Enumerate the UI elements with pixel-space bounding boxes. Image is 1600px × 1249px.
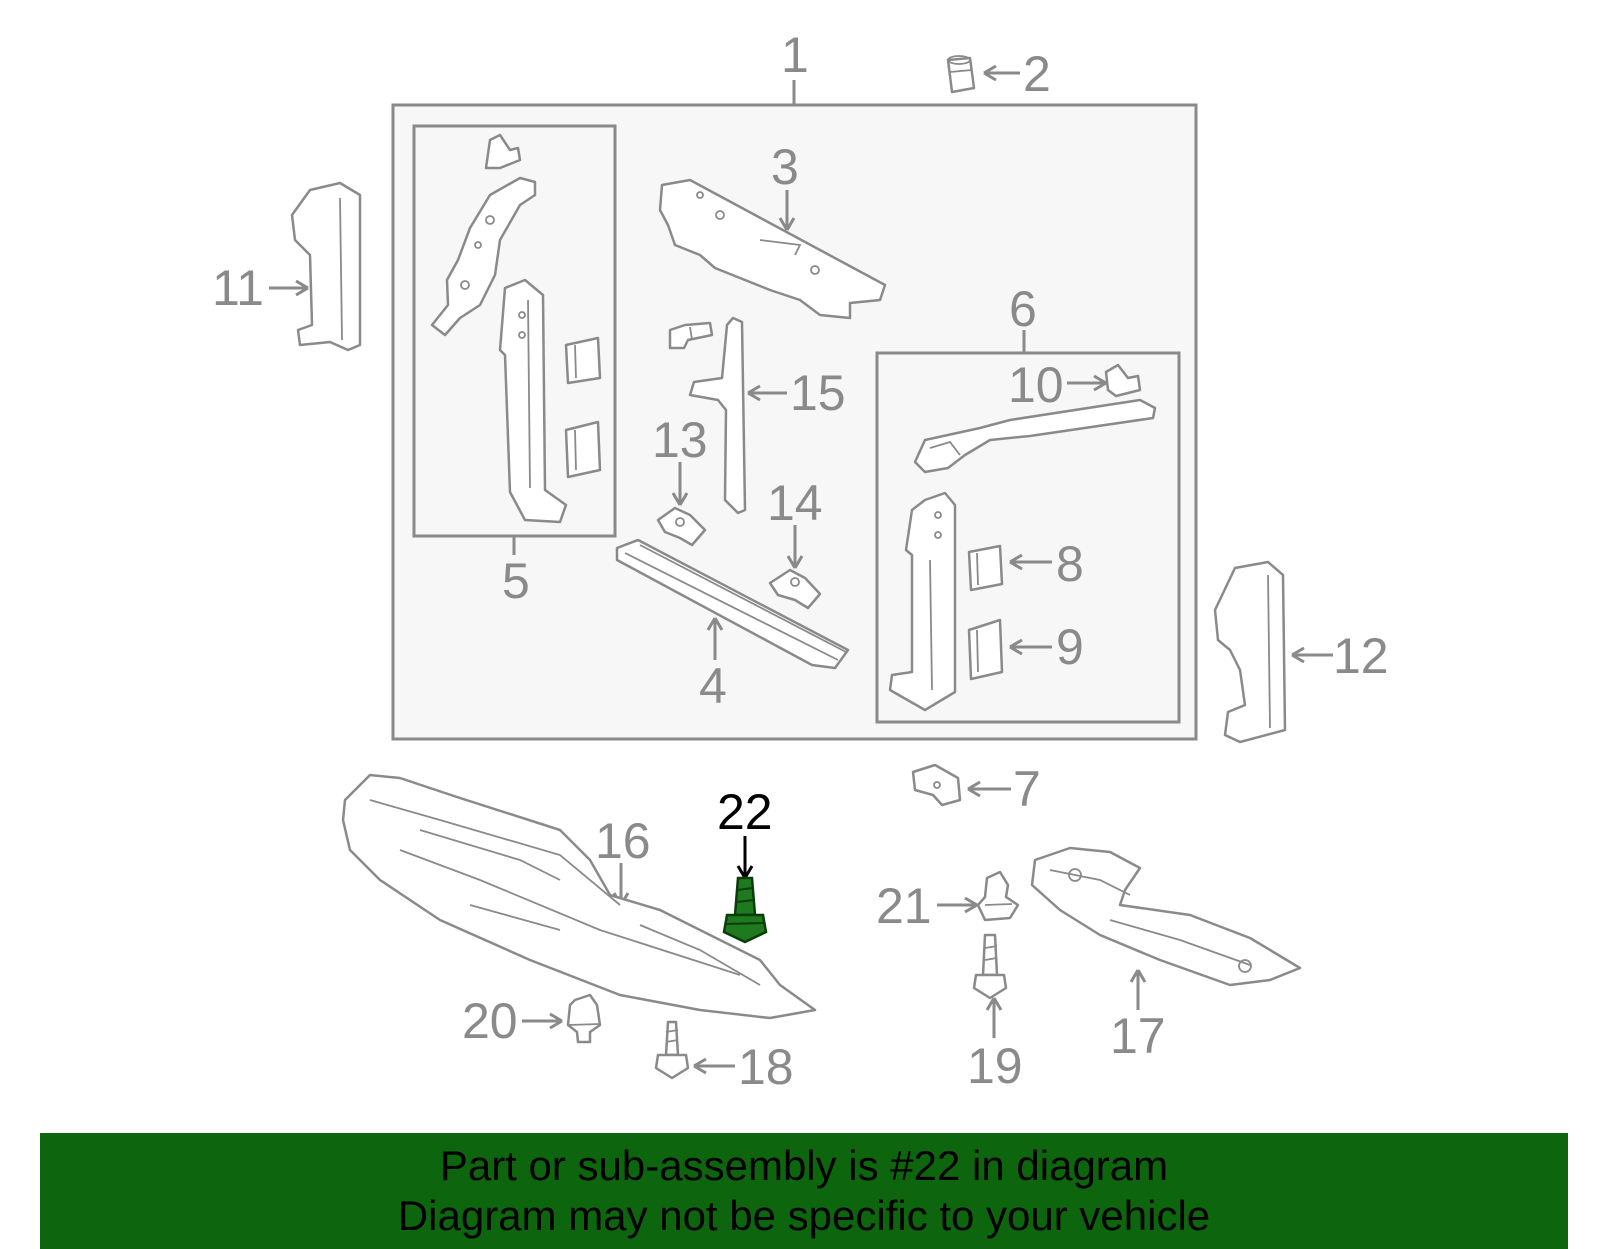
- callout-18: 18: [738, 1039, 794, 1095]
- callout-labels: 1 2 3 4 5 6 7 8 9 10 11 12 13 14 15 16 1…: [212, 27, 1389, 1095]
- info-banner: Part or sub-assembly is #22 in diagram D…: [40, 1133, 1568, 1249]
- callout-6: 6: [1009, 281, 1037, 337]
- part-4-lower-support: [615, 538, 850, 670]
- part-19-bolt: [972, 933, 1008, 1000]
- part-5-components: [430, 133, 602, 524]
- part-13-bracket: [656, 506, 707, 547]
- part-15-brace: [668, 316, 747, 515]
- callout-14: 14: [767, 475, 823, 531]
- callout-3: 3: [771, 139, 799, 195]
- callout-2: 2: [1023, 46, 1051, 102]
- banner-line-2: Diagram may not be specific to your vehi…: [397, 1192, 1211, 1239]
- leader-lines: [269, 64, 1333, 1075]
- part-16-under-cover: [341, 773, 817, 1020]
- callout-22: 22: [717, 784, 773, 840]
- banner-line-1: Part or sub-assembly is #22 in diagram: [439, 1142, 1169, 1189]
- callout-15: 15: [790, 365, 846, 421]
- callout-21: 21: [876, 878, 932, 934]
- part-22-bolt[interactable]: [722, 876, 768, 944]
- callout-9: 9: [1056, 619, 1084, 675]
- part-6-components: [888, 363, 1157, 712]
- callout-10: 10: [1008, 357, 1064, 413]
- callout-4: 4: [699, 658, 727, 714]
- part-3-upper-support: [658, 178, 887, 320]
- callout-1: 1: [781, 27, 809, 83]
- part-14-bracket: [768, 568, 822, 610]
- part-7-bracket: [911, 763, 962, 807]
- callout-13: 13: [652, 412, 708, 468]
- callout-20: 20: [462, 993, 518, 1049]
- callout-5: 5: [502, 553, 530, 609]
- callout-16: 16: [595, 813, 651, 869]
- part-18-bolt: [654, 1020, 690, 1080]
- part-2-clip: [946, 55, 976, 94]
- part-21-nut: [976, 870, 1020, 922]
- part-17-under-cover: [1030, 846, 1302, 987]
- part-20-clip: [566, 993, 602, 1044]
- part-11-seal: [290, 181, 362, 352]
- part-12-seal: [1213, 560, 1287, 744]
- callout-8: 8: [1056, 536, 1084, 592]
- callout-17: 17: [1110, 1008, 1166, 1064]
- callout-11: 11: [212, 260, 264, 316]
- callout-12: 12: [1333, 628, 1389, 684]
- callout-19: 19: [967, 1038, 1023, 1094]
- callout-7: 7: [1013, 761, 1041, 817]
